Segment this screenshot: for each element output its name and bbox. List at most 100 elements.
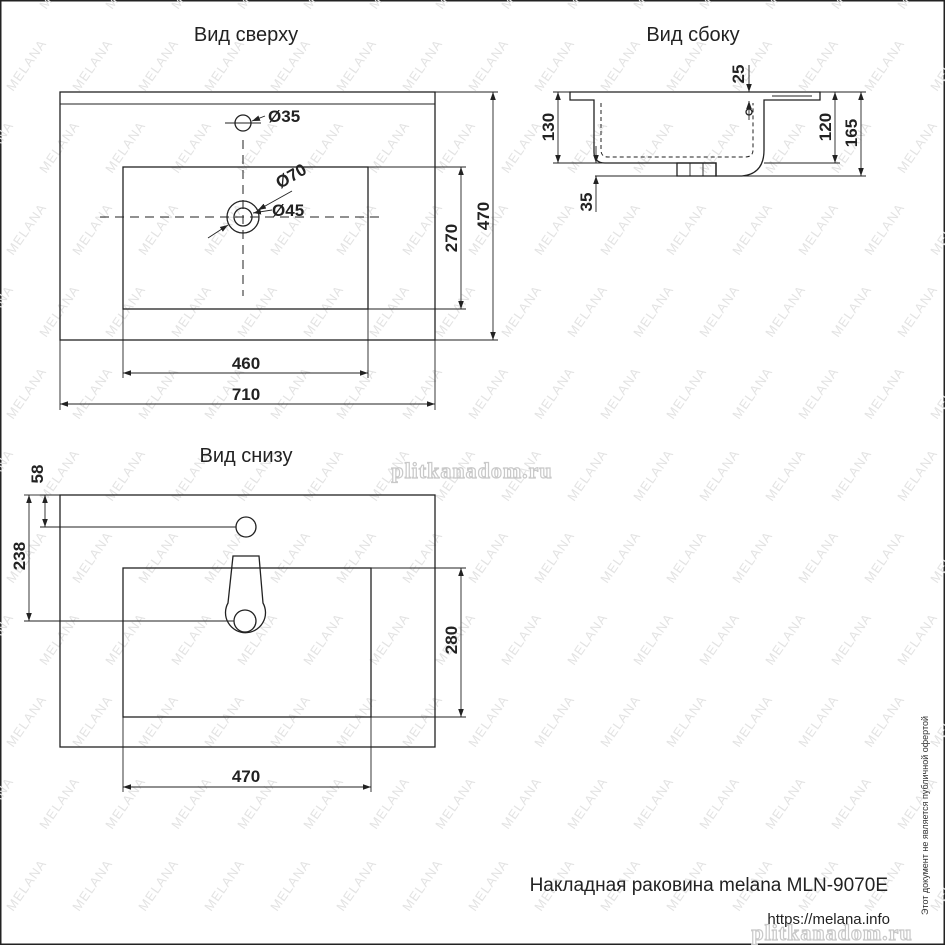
watermark-text: MELANA (597, 692, 643, 749)
watermark-text: MELANA (234, 610, 280, 667)
watermark-text: MELANA (135, 528, 181, 585)
watermark-text: MELANA (366, 610, 412, 667)
dim-710-label: 710 (232, 385, 260, 404)
watermark-text: MELANA (465, 364, 511, 421)
watermark-text: MELANA (828, 610, 874, 667)
bottom-view-bowl (122, 567, 372, 718)
watermark-text: MELANA (597, 364, 643, 421)
watermark-text: MELANA (0, 282, 17, 339)
watermark-text: MELANA (828, 774, 874, 831)
watermark-text: MELANA (630, 610, 676, 667)
dim-58-label: 58 (28, 465, 47, 484)
watermark-text: MELANA (3, 200, 49, 257)
bottom-view-drain-hole (233, 609, 257, 633)
dim-35-label: 35 (577, 193, 596, 212)
watermark-text: MELANA (498, 0, 544, 12)
watermark-text: MELANA (300, 0, 346, 12)
product-caption: Накладная раковина melana MLN-9070E (530, 875, 888, 896)
dim-120-label: 120 (816, 113, 835, 141)
dim-130-label: 130 (539, 113, 558, 141)
watermark-text: MELANA (696, 282, 742, 339)
watermark-text: MELANA (729, 364, 775, 421)
watermark-text: MELANA (630, 282, 676, 339)
watermark-text: MELANA (531, 692, 577, 749)
watermark-text: MELANA (729, 200, 775, 257)
watermark-text: MELANA (234, 282, 280, 339)
dim-460-label: 460 (232, 354, 260, 373)
watermark-text: MELANA (3, 36, 49, 93)
top-view-bowl (122, 166, 369, 310)
disclaimer-note: Этот документ не является публичной офер… (920, 716, 930, 915)
drain-outer-leader (257, 190, 293, 211)
watermark-text: MELANA (564, 0, 610, 12)
watermark-text: MELANA (696, 0, 742, 12)
dim-238-label: 238 (10, 542, 29, 570)
watermark-text: MELANA (465, 36, 511, 93)
watermark-text: MELANA (69, 364, 115, 421)
watermark-text: MELANA (927, 528, 945, 585)
bottom-view: Вид снизу 58 238 280 470 (10, 445, 466, 792)
watermark-text: MELANA (828, 446, 874, 503)
watermark-text: MELANA (399, 200, 445, 257)
watermark-text: MELANA (0, 774, 17, 831)
watermark-text: MELANA (366, 0, 412, 12)
watermark-text: MELANA (861, 528, 907, 585)
watermark-text: MELANA (828, 0, 874, 12)
watermark-text: MELANA (267, 692, 313, 749)
watermark-text: MELANA (729, 528, 775, 585)
watermark-text: MELANA (0, 610, 17, 667)
watermark-text: MELANA (927, 36, 945, 93)
website-link[interactable]: https://melana.info (767, 911, 890, 928)
watermark-text: MELANA (300, 282, 346, 339)
watermark-text: MELANA (69, 856, 115, 913)
side-view: Вид сбоку 25 130 35 120 165 (539, 24, 866, 212)
dim-270-label: 270 (442, 224, 461, 252)
watermark-text: MELANA (135, 200, 181, 257)
watermark-text: MELANA (399, 36, 445, 93)
watermark-text: MELANA (102, 282, 148, 339)
watermark-text: MELANA (201, 200, 247, 257)
side-view-drain (676, 162, 717, 177)
watermark-text: MELANA (102, 610, 148, 667)
watermark-text: MELANA (3, 856, 49, 913)
watermark-text: MELANA (333, 528, 379, 585)
watermark-text: MELANA (234, 0, 280, 12)
watermark-text: MELANA (498, 118, 544, 175)
watermark-text: MELANA (69, 528, 115, 585)
side-view-inner-contour (600, 103, 754, 158)
watermark-text: MELANA (531, 528, 577, 585)
watermark-text: MELANA (300, 610, 346, 667)
watermark-text: MELANA (168, 774, 214, 831)
watermark-text: MELANA (366, 282, 412, 339)
watermark-text: MELANA (861, 200, 907, 257)
watermark-text: MELANA (201, 692, 247, 749)
side-view-title: Вид сбоку (646, 24, 739, 46)
watermark-text: MELANA (663, 364, 709, 421)
watermark-text: MELANA (696, 610, 742, 667)
watermark-text: MELANA (267, 528, 313, 585)
drain-inner-leader (252, 208, 273, 215)
watermark-text: MELANA (564, 118, 610, 175)
watermark-text: MELANA (300, 774, 346, 831)
top-view-title: Вид сверху (194, 24, 298, 46)
watermark-text: MELANA (894, 282, 940, 339)
dim-470b-label: 470 (232, 767, 260, 786)
watermark-text: MELANA (630, 446, 676, 503)
watermark-text: MELANA (432, 774, 478, 831)
bottom-view-drain-outline (224, 555, 267, 634)
watermark-text: MELANA (399, 692, 445, 749)
watermark-text: MELANA (861, 364, 907, 421)
watermark-text: MELANA (795, 528, 841, 585)
watermark-text: MELANA (399, 856, 445, 913)
watermark-text: MELANA (333, 692, 379, 749)
drain-inner-dim: Ø45 (272, 201, 304, 220)
watermark-text: MELANA (630, 118, 676, 175)
watermark-text: MELANA (762, 446, 808, 503)
watermark-text: MELANA (894, 446, 940, 503)
watermark-text: MELANA (597, 36, 643, 93)
dim-165-label: 165 (842, 119, 861, 147)
watermark-text: MELANA (630, 0, 676, 12)
watermark-text: MELANA (465, 528, 511, 585)
watermark-text: MELANA (762, 118, 808, 175)
